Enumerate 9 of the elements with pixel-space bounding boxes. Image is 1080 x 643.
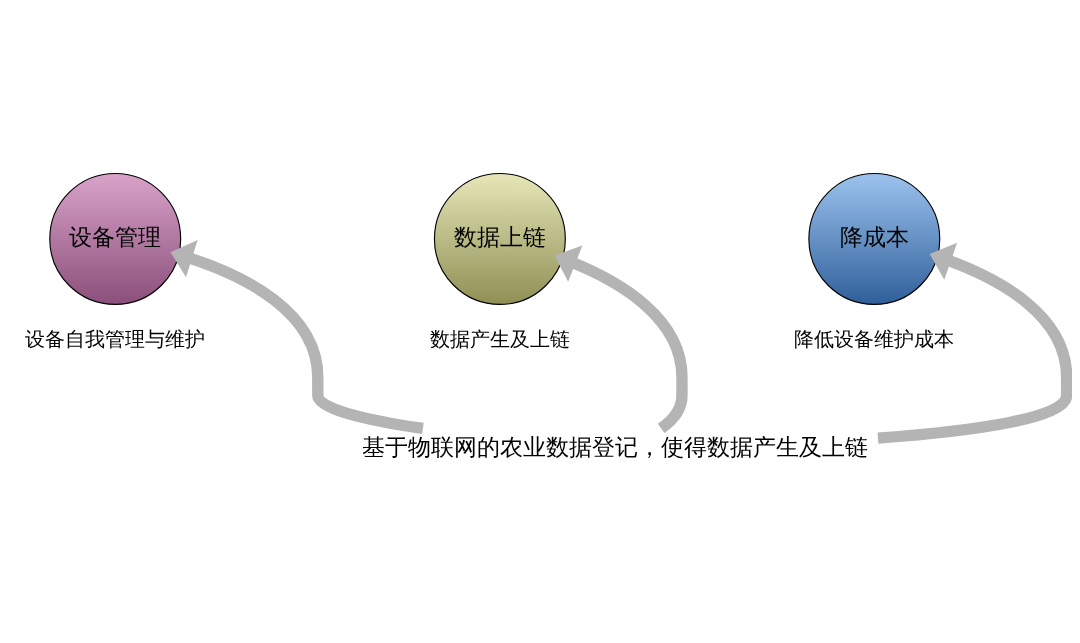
- node-label: 数据产生及上链: [429, 326, 570, 351]
- arrow: [170, 240, 424, 435]
- node-label: 降低设备维护成本: [794, 326, 955, 351]
- node-circle: 降成本: [808, 173, 941, 305]
- node-text: 基于物联网的农业数据登记，使得数据产生及上链: [361, 433, 868, 460]
- node-circle: 设备管理: [49, 173, 182, 305]
- arrow: [877, 242, 1072, 444]
- node-circle: 数据上链: [433, 173, 566, 305]
- node-label: 设备自我管理与维护: [25, 326, 206, 351]
